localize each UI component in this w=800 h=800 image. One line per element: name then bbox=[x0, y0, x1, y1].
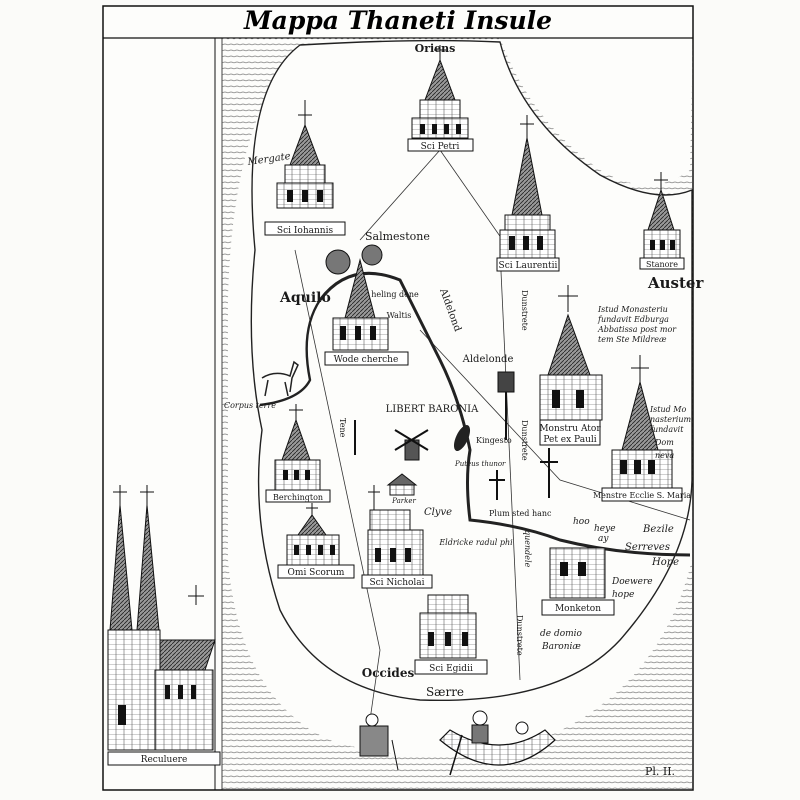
windmill bbox=[394, 429, 429, 461]
plate-number: Pl. II. bbox=[645, 765, 675, 778]
church-sci-egidii bbox=[414, 594, 488, 675]
label-sci-nicholai: Sci Nicholai bbox=[369, 578, 424, 588]
deer-figure bbox=[261, 360, 299, 397]
map-title: Mappa Thaneti Insule bbox=[243, 6, 552, 35]
boat-with-figures bbox=[439, 710, 556, 776]
label-sci-iohannis: Sci Iohannis bbox=[277, 226, 334, 236]
label-sci-laurentii: Sci Laurentii bbox=[499, 261, 558, 271]
wading-figures bbox=[359, 713, 399, 771]
label-parker: Parker bbox=[391, 497, 416, 505]
parker-house bbox=[386, 473, 418, 496]
label-quendele: quendele bbox=[523, 530, 532, 568]
church-menstre bbox=[601, 355, 683, 502]
church-stanore bbox=[639, 172, 685, 270]
label-helingdene: heling dene bbox=[371, 290, 419, 299]
label-clyve: Clyve bbox=[424, 507, 452, 518]
puteus-leaf bbox=[453, 425, 471, 451]
label-aldelonde: Aldelonde bbox=[462, 354, 514, 365]
label-de-domio: de domio bbox=[540, 629, 583, 639]
note-mildreda-line-3: Abbatissa post mor bbox=[597, 325, 677, 334]
church-monstru-ator bbox=[539, 285, 603, 446]
label-wode-cherche: Wode cherche bbox=[334, 355, 399, 365]
label-ay: ay bbox=[598, 534, 609, 544]
label-berchington: Berchington bbox=[273, 493, 323, 502]
note-mildreda: Istud Monasteriu fundavit Edburga Abbati… bbox=[597, 305, 677, 344]
note-minstre-line-5: neva bbox=[655, 451, 674, 460]
label-sci-petri: Sci Petri bbox=[421, 142, 460, 152]
label-reculuere: Reculuere bbox=[141, 755, 188, 765]
label-kingesto: Kingesto bbox=[476, 436, 512, 445]
label-hope-2: hope bbox=[612, 590, 634, 600]
compass-occides: Occides bbox=[362, 666, 415, 680]
compass-oriens: Oriens bbox=[415, 42, 456, 55]
church-sci-laurentii bbox=[496, 115, 560, 272]
stream-west bbox=[259, 299, 321, 407]
label-omi-scorum: Omi Scorum bbox=[288, 568, 345, 578]
note-minstre-line-4: Dom bbox=[654, 438, 674, 447]
label-hoo: hoo bbox=[573, 517, 590, 527]
label-liberta: LIBERT BARONIA bbox=[386, 404, 479, 415]
label-bezile: Bezile bbox=[642, 524, 674, 535]
wayside-crosses bbox=[489, 448, 558, 500]
label-stanore: Stanore bbox=[646, 260, 678, 269]
beacon bbox=[497, 371, 515, 440]
church-omi-scorum bbox=[277, 503, 355, 579]
note-mildreda-line-4: tem Ste Mildreæ bbox=[598, 335, 667, 344]
compass-auster: Auster bbox=[647, 274, 704, 292]
note-mildreda-line-1: Istud Monasteriu bbox=[597, 305, 668, 314]
label-dunstrete-1: Dunstrete bbox=[520, 290, 529, 331]
label-monstru-ator: Monstru Ator bbox=[539, 424, 601, 434]
island-land bbox=[250, 39, 693, 702]
note-minstre-line-1: Istud Mo bbox=[649, 405, 686, 414]
church-berchington bbox=[265, 404, 331, 503]
label-eldricke: Eldricke radul phi bbox=[438, 538, 513, 547]
label-doewere: Doewere bbox=[611, 577, 653, 587]
note-minstre-line-2: nasterium bbox=[650, 415, 692, 424]
note-minstre: Istud Mo nasterium fundavit Dom neva bbox=[649, 405, 692, 460]
label-corpus-terre: Corpus terre bbox=[224, 401, 276, 410]
label-tene: Tene bbox=[338, 418, 347, 438]
stream bbox=[318, 271, 691, 557]
label-waltis: Waltis bbox=[387, 311, 412, 320]
church-wode-cherche bbox=[324, 244, 409, 366]
label-pet-pauli: Pet ex Pauli bbox=[543, 435, 596, 445]
label-monketon: Monketon bbox=[555, 604, 601, 614]
reculuere-church bbox=[107, 485, 221, 766]
label-baronie: Baroniæ bbox=[541, 642, 581, 652]
church-sci-iohannis bbox=[264, 100, 346, 236]
label-dunstrete-3: Dunstrete bbox=[515, 615, 524, 656]
note-minstre-line-3: fundavit bbox=[649, 425, 684, 434]
label-hope-1: Hope bbox=[651, 557, 679, 568]
church-sci-petri bbox=[407, 45, 474, 152]
label-salmestone: Salmestone bbox=[365, 230, 430, 243]
compass-aquilo: Aquilo bbox=[279, 290, 331, 306]
church-sci-nicholai bbox=[361, 485, 433, 589]
label-plum: Plum sted hanc bbox=[489, 509, 552, 518]
label-puteus: Puteus thunor bbox=[454, 460, 506, 468]
label-menstre: Menstre Ecclie S. Maria bbox=[593, 491, 691, 500]
church-monketon bbox=[541, 547, 615, 616]
label-dunstrete-2: Dunstrete bbox=[520, 420, 529, 461]
label-saerre: Særre bbox=[426, 685, 464, 699]
label-heye: heye bbox=[594, 524, 616, 534]
note-mildreda-line-2: fundavit Edburga bbox=[597, 315, 669, 324]
label-sci-egidii: Sci Egidii bbox=[429, 664, 473, 674]
label-serreves: Serreves bbox=[625, 542, 670, 553]
